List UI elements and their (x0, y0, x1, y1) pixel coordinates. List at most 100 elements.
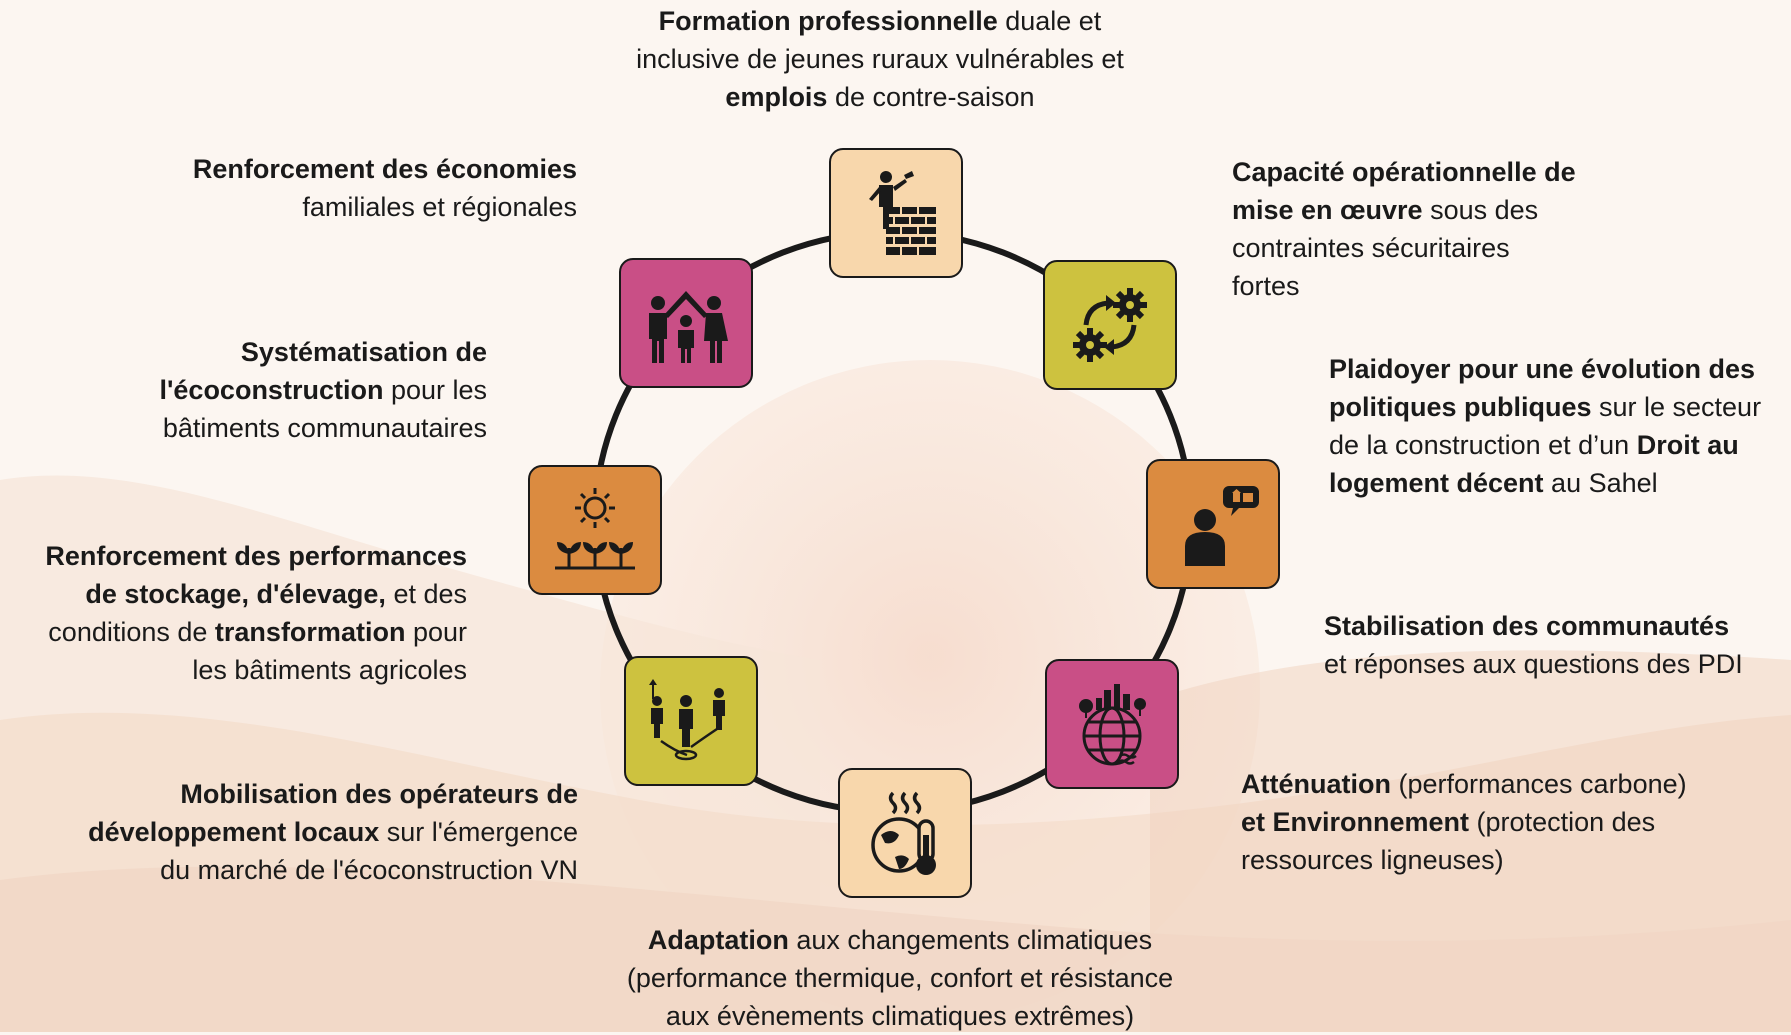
label-text: pour les (383, 375, 487, 405)
label-bold-text: développement locaux (88, 817, 380, 847)
label-line: Adaptation aux changements climatiques (580, 921, 1220, 959)
label-text: fortes (1232, 271, 1300, 301)
label-text: inclusive de jeunes ruraux vulnérables e… (636, 44, 1124, 74)
label-text: conditions de (48, 617, 215, 647)
label-line: Capacité opérationnelle de (1232, 153, 1652, 191)
label-line: ressources ligneuses) (1241, 841, 1761, 879)
label-text: familiales et régionales (302, 192, 577, 222)
label-bold-text: Formation professionnelle (658, 6, 998, 36)
label-text: (protection des (1469, 807, 1656, 837)
label-line: Atténuation (performances carbone) (1241, 765, 1761, 803)
node-tile-economies (619, 258, 753, 388)
label-bold-text: Capacité opérationnelle de (1232, 157, 1576, 187)
label-text: sous des (1422, 195, 1539, 225)
label-bold-text: de stockage, d'élevage, (85, 579, 386, 609)
label-attenuation: Atténuation (performances carbone)et Env… (1241, 765, 1761, 879)
gears-cycle-icon (1073, 288, 1147, 362)
label-text: et réponses aux questions des PDI (1324, 649, 1743, 679)
label-line: Renforcement des performances (0, 537, 467, 575)
label-text: aux changements climatiques (788, 925, 1153, 955)
label-bold-text: Mobilisation des opérateurs de (180, 779, 578, 809)
label-bold-text: logement décent (1329, 468, 1544, 498)
label-bold-text: l'écoconstruction (159, 375, 384, 405)
label-line: mise en œuvre sous des (1232, 191, 1652, 229)
label-line: (performance thermique, confort et résis… (580, 959, 1220, 997)
label-bold-text: emplois (725, 82, 828, 112)
globe-city-icon (1079, 684, 1146, 766)
label-line: du marché de l'écoconstruction VN (20, 851, 578, 889)
label-bold-text: Adaptation (647, 925, 789, 955)
label-economies: Renforcement des économies familiales et … (100, 150, 577, 226)
label-text: au Sahel (1543, 468, 1658, 498)
label-line: Mobilisation des opérateurs de (20, 775, 578, 813)
label-line: contraintes sécuritaires (1232, 229, 1652, 267)
label-text: sur l'émergence (379, 817, 578, 847)
label-bold-text: transformation (214, 617, 406, 647)
label-line: de stockage, d'élevage, et des (0, 575, 467, 613)
label-line: aux évènements climatiques extrêmes) (580, 997, 1220, 1035)
label-text: de contre-saison (827, 82, 1035, 112)
label-text: pour (405, 617, 467, 647)
label-bold-text: et Environnement (1241, 807, 1470, 837)
dune-shape (0, 866, 1791, 1032)
label-text: aux évènements climatiques extrêmes) (665, 1001, 1135, 1031)
label-plaidoyer: Plaidoyer pour une évolution des politiqu… (1329, 350, 1789, 502)
node-tile-stockage (528, 465, 662, 595)
label-text: (performances carbone) (1390, 769, 1687, 799)
label-bold-text: Droit au (1636, 430, 1739, 460)
label-stockage: Renforcement des performances de stockage… (0, 537, 467, 689)
label-line: Formation professionnelle duale et (580, 2, 1180, 40)
label-text: contraintes sécuritaires (1232, 233, 1510, 263)
speaker-house-bubble-icon (1185, 486, 1259, 566)
label-line: développement locaux sur l'émergence (20, 813, 578, 851)
label-text: bâtiments communautaires (162, 413, 487, 443)
label-text: du marché de l'écoconstruction VN (160, 855, 578, 885)
label-stabilisation: Stabilisation des communautés et réponses… (1324, 607, 1784, 683)
label-line: Systématisation de (60, 333, 487, 371)
label-line: de la construction et d’un Droit au (1329, 426, 1789, 464)
label-text: les bâtiments agricoles (192, 655, 467, 685)
label-text: de la construction et d’un (1329, 430, 1637, 460)
people-network-icon (649, 679, 725, 761)
label-bold-text: Atténuation (1241, 769, 1391, 799)
label-formation: Formation professionnelle duale et inclus… (580, 2, 1180, 116)
label-line: politiques publiques sur le secteur (1329, 388, 1789, 426)
label-text: sur le secteur (1591, 392, 1762, 422)
label-mobilisation: Mobilisation des opérateurs de développem… (20, 775, 578, 889)
node-tile-adaptation (838, 768, 972, 898)
node-tile-mobilisation (624, 656, 758, 786)
label-line: Renforcement des économies (100, 150, 577, 188)
earth-thermometer-icon (871, 791, 936, 875)
label-text: duale et (997, 6, 1102, 36)
label-line: inclusive de jeunes ruraux vulnérables e… (580, 40, 1180, 78)
family-house-icon (649, 291, 728, 363)
label-text: ressources ligneuses) (1241, 845, 1504, 875)
label-bold-text: Renforcement des performances (45, 541, 467, 571)
label-capacite: Capacité opérationnelle de mise en œuvre … (1232, 153, 1652, 305)
label-bold-text: Plaidoyer pour une évolution des (1329, 354, 1756, 384)
label-line: bâtiments communautaires (60, 409, 487, 447)
sun-plants-icon (555, 488, 635, 570)
label-line: fortes (1232, 267, 1652, 305)
node-tile-capacite (1043, 260, 1177, 390)
label-text: et des (385, 579, 467, 609)
label-bold-text: Renforcement des économies (192, 154, 577, 184)
label-bold-text: politiques publiques (1329, 392, 1592, 422)
label-line: et réponses aux questions des PDI (1324, 645, 1784, 683)
worker-brick-wall-icon (869, 171, 936, 255)
label-line: Stabilisation des communautés (1324, 607, 1784, 645)
label-adaptation: Adaptation aux changements climatiques (p… (580, 921, 1220, 1035)
label-bold-text: mise en œuvre (1232, 195, 1423, 225)
label-text: (performance thermique, confort et résis… (626, 963, 1174, 993)
label-line: emplois de contre-saison (580, 78, 1180, 116)
label-line: les bâtiments agricoles (0, 651, 467, 689)
label-line: logement décent au Sahel (1329, 464, 1789, 502)
label-line: l'écoconstruction pour les (60, 371, 487, 409)
label-line: Plaidoyer pour une évolution des (1329, 350, 1789, 388)
node-tile-formation (829, 148, 963, 278)
node-tile-plaidoyer (1146, 459, 1280, 589)
label-line: et Environnement (protection des (1241, 803, 1761, 841)
label-bold-text: Stabilisation des communautés (1324, 611, 1730, 641)
